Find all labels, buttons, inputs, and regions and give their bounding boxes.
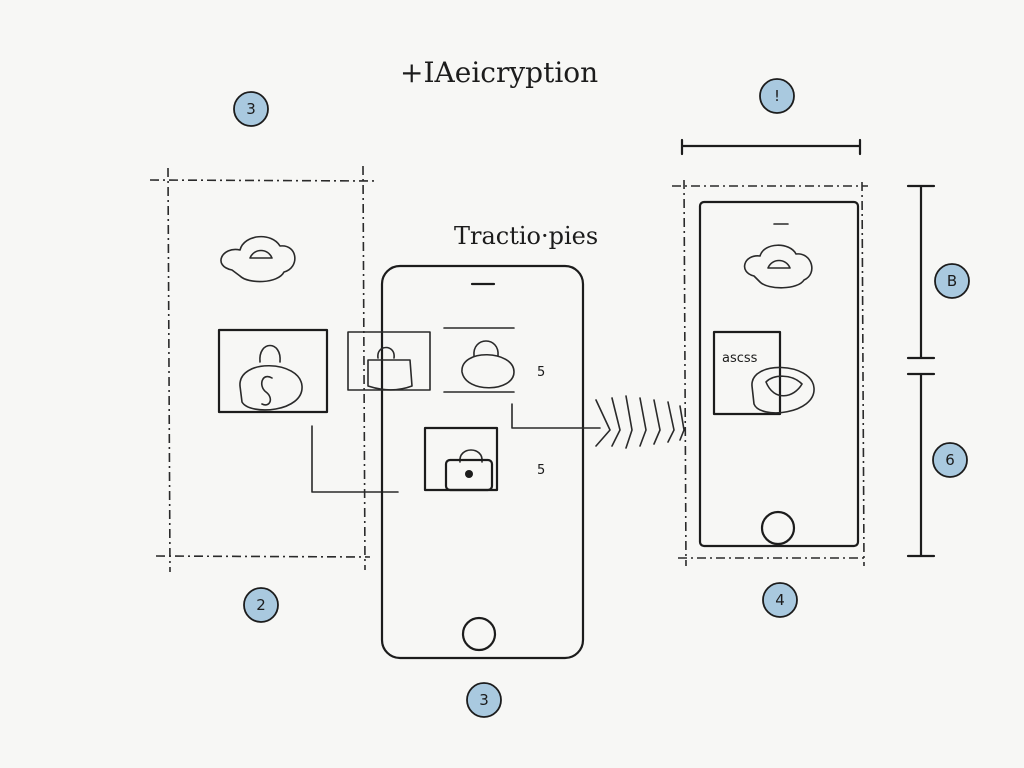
cloud-icon	[220, 235, 296, 283]
cloud-icon	[743, 244, 813, 289]
security-card	[712, 330, 782, 416]
svg-text:4: 4	[775, 591, 785, 609]
width-bracket	[680, 138, 862, 156]
badge-top-right: !	[759, 78, 795, 114]
center-phone-label: Tractio·pies	[454, 222, 598, 250]
left-panel	[149, 165, 399, 573]
svg-text:!: !	[774, 87, 780, 105]
padlock-icon	[443, 327, 515, 393]
height-bracket	[906, 184, 936, 360]
center-phone: Tractio·pies 5 5	[347, 222, 598, 660]
svg-text:3: 3	[246, 100, 256, 118]
security-card-text: ascss	[722, 351, 758, 366]
svg-text:2: 2	[256, 596, 266, 614]
phone-frame	[698, 200, 860, 548]
svg-text:3: 3	[479, 691, 489, 709]
svg-text:6: 6	[945, 451, 955, 469]
badge-center-bottom: 3	[466, 682, 502, 718]
diagram-title: +IAeicryption	[400, 56, 598, 89]
height-bracket	[906, 372, 936, 558]
data-transfer-connector	[511, 395, 685, 449]
padlock-icon	[217, 328, 329, 414]
padlock-icon	[423, 426, 499, 492]
badge-right-lower: 6	[932, 442, 968, 478]
badge-left-bottom: 2	[243, 587, 279, 623]
badge-right-bottom: 4	[762, 582, 798, 618]
svg-text:B: B	[947, 272, 957, 290]
connector-line	[311, 425, 399, 493]
phone-frame	[380, 264, 585, 660]
badge-right-upper: B	[934, 263, 970, 299]
side-mark: 5	[537, 365, 545, 380]
right-phone: ascss	[672, 138, 936, 567]
home-button	[461, 616, 497, 652]
side-mark: 5	[537, 463, 545, 478]
badge-top-left: 3	[233, 91, 269, 127]
home-button	[760, 510, 796, 546]
padlock-icon	[751, 366, 815, 414]
padlock-icon	[347, 331, 431, 391]
